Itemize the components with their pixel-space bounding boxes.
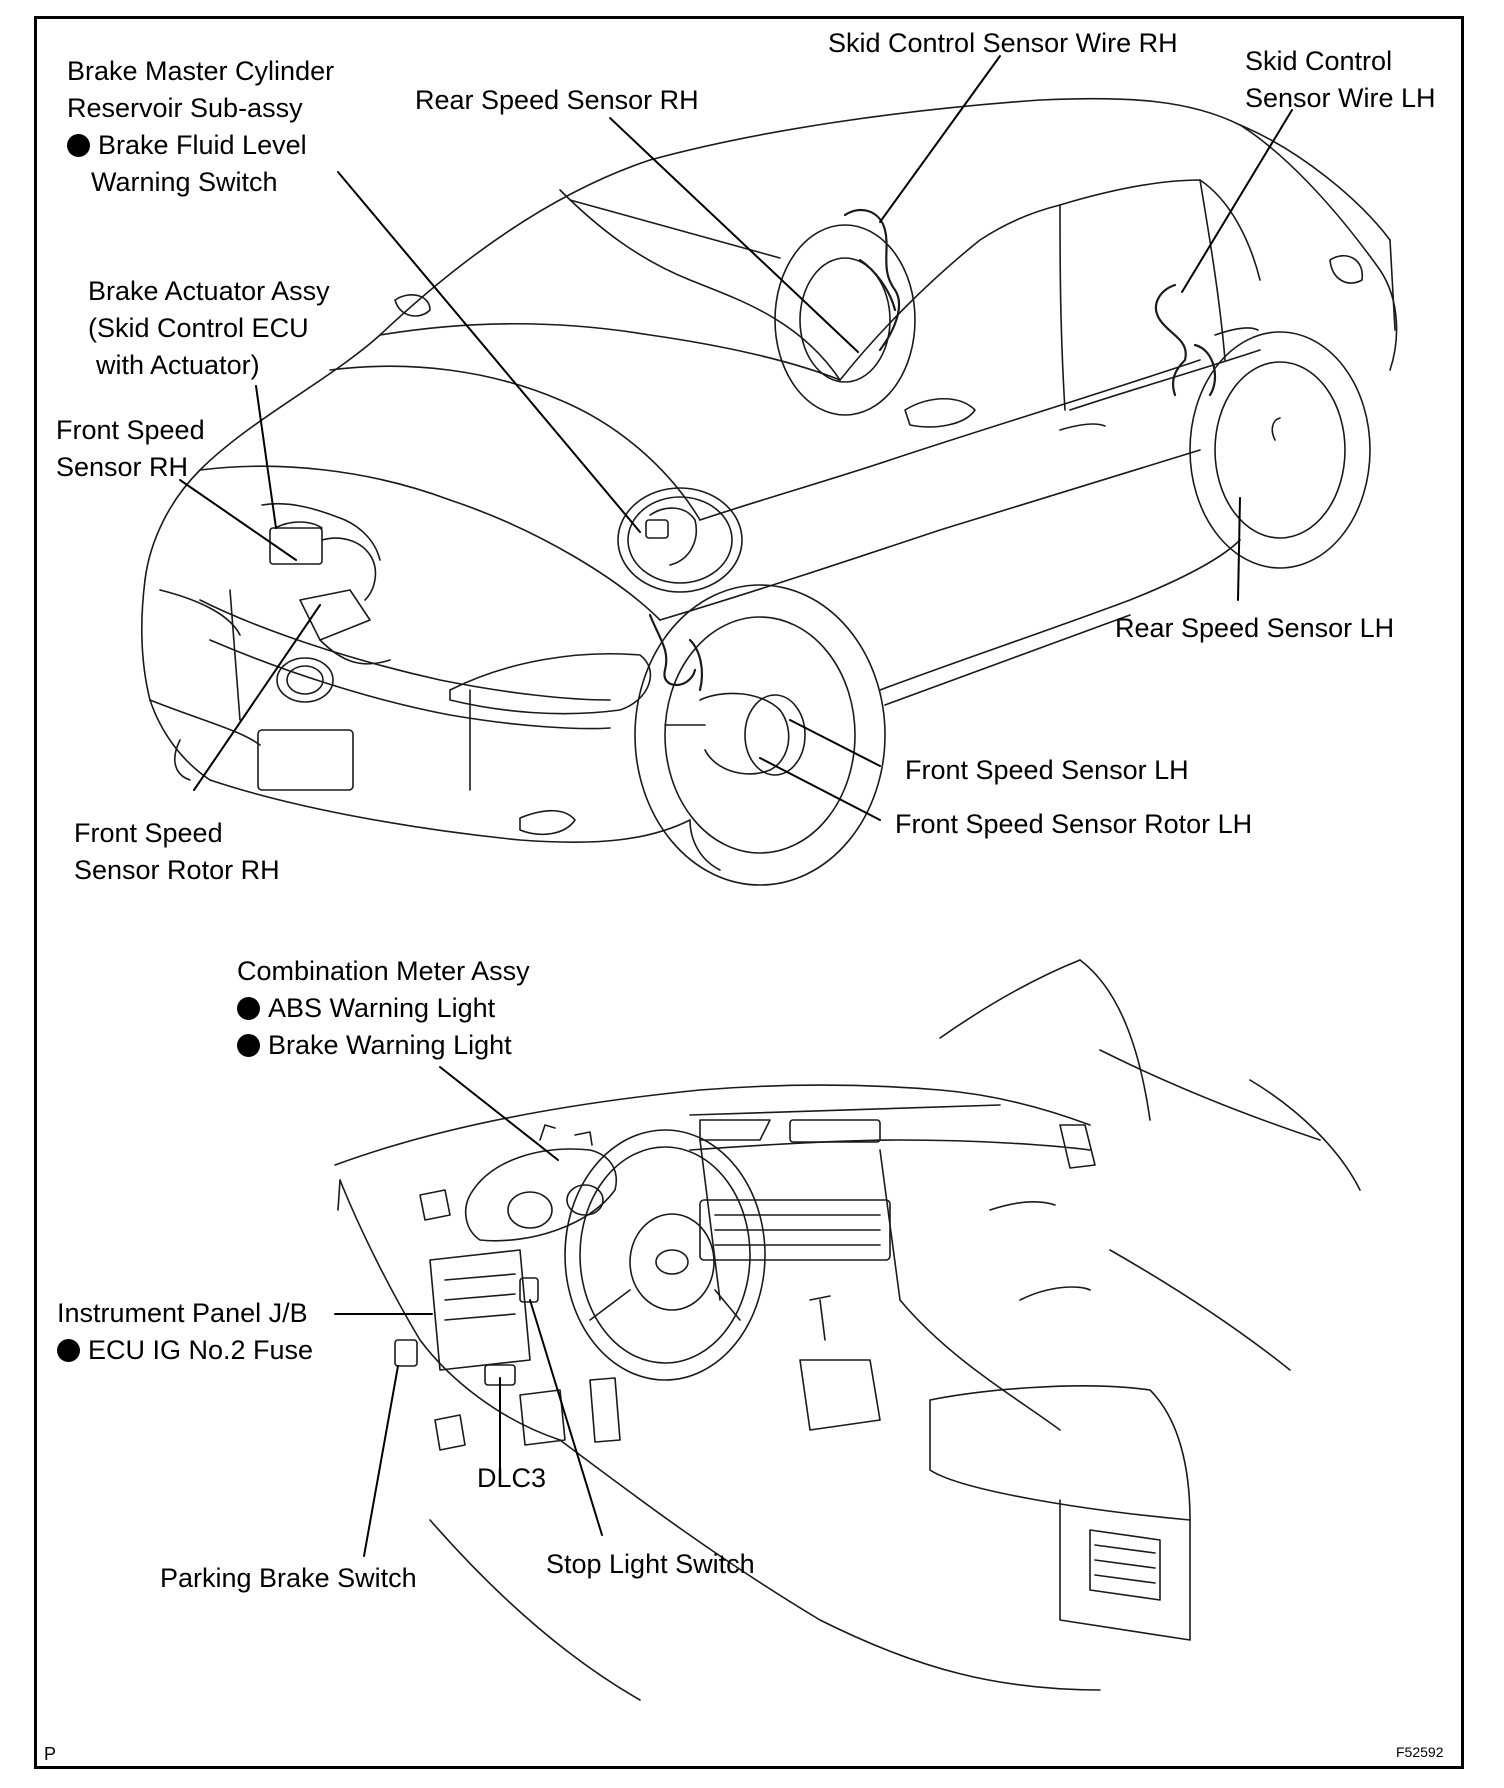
label-line: Instrument Panel J/B <box>57 1298 308 1328</box>
label-line: ECU IG No.2 Fuse <box>88 1335 314 1365</box>
label-brake-master-cylinder: Brake Master Cylinder Reservoir Sub-assy… <box>67 53 334 201</box>
label-line: Warning Switch <box>91 167 278 197</box>
label-line: Front Speed <box>74 818 223 848</box>
label-line: Brake Master Cylinder <box>67 56 335 86</box>
label-rear-speed-sensor-lh: Rear Speed Sensor LH <box>1115 613 1395 643</box>
label-line: Sensor Wire LH <box>1245 83 1436 113</box>
label-line: Reservoir Sub-assy <box>67 93 303 123</box>
corner-mark-left: P <box>44 1744 57 1764</box>
label-line: Front Speed <box>56 415 205 445</box>
bullet-dot-icon <box>67 134 90 157</box>
brake-actuator <box>261 502 391 665</box>
bullet-dot-icon <box>237 997 260 1020</box>
label-brake-actuator-assy: Brake Actuator Assy (Skid Control ECU wi… <box>88 273 330 384</box>
label-bullet-line: ABS Warning Light <box>237 990 530 1027</box>
label-dlc3: DLC3 <box>477 1463 547 1493</box>
label-line: Sensor RH <box>56 452 189 482</box>
label-skid-control-sensor-wire-lh: Skid Control Sensor Wire LH <box>1245 43 1436 117</box>
label-instrument-panel-jb: Instrument Panel J/B ECU IG No.2 Fuse <box>57 1295 313 1369</box>
car-body-outline <box>140 97 1398 886</box>
label-line: ABS Warning Light <box>268 993 496 1023</box>
label-line: with Actuator) <box>96 350 260 380</box>
bullet-dot-icon <box>237 1034 260 1057</box>
dashboard-outline <box>334 959 1361 1701</box>
label-line: Brake Warning Light <box>268 1030 512 1060</box>
label-line: Sensor Rotor RH <box>74 855 280 885</box>
label-rear-speed-sensor-rh: Rear Speed Sensor RH <box>415 85 699 115</box>
label-line: Brake Actuator Assy <box>88 276 330 306</box>
label-line: (Skid Control ECU <box>88 313 309 343</box>
label-line: Combination Meter Assy <box>237 956 530 986</box>
label-combination-meter-assy: Combination Meter Assy ABS Warning Light… <box>237 953 530 1064</box>
label-front-speed-sensor-rh: Front Speed Sensor RH <box>56 412 205 486</box>
label-bullet-line: Brake Warning Light <box>237 1027 530 1064</box>
leader-lines <box>179 55 1293 1557</box>
label-skid-control-sensor-wire-rh: Skid Control Sensor Wire RH <box>828 28 1178 58</box>
brake-booster <box>617 487 743 593</box>
label-front-speed-sensor-rotor-rh: Front Speed Sensor Rotor RH <box>74 815 280 889</box>
front-lh-hub <box>664 692 806 776</box>
diagram-frame <box>34 16 1464 1769</box>
label-line: Skid Control <box>1245 46 1393 76</box>
label-stop-light-switch: Stop Light Switch <box>546 1549 755 1579</box>
label-bullet-line: Brake Fluid Level <box>67 127 334 164</box>
label-front-speed-sensor-lh: Front Speed Sensor LH <box>905 755 1189 785</box>
label-front-speed-sensor-rotor-lh: Front Speed Sensor Rotor LH <box>895 809 1253 839</box>
bullet-dot-icon <box>57 1339 80 1362</box>
label-parking-brake-switch: Parking Brake Switch <box>160 1563 417 1593</box>
label-bullet-line: ECU IG No.2 Fuse <box>57 1332 313 1369</box>
label-line: Brake Fluid Level <box>98 130 307 160</box>
sensor-wires <box>648 208 1217 692</box>
figure-code: F52592 <box>1396 1744 1444 1760</box>
